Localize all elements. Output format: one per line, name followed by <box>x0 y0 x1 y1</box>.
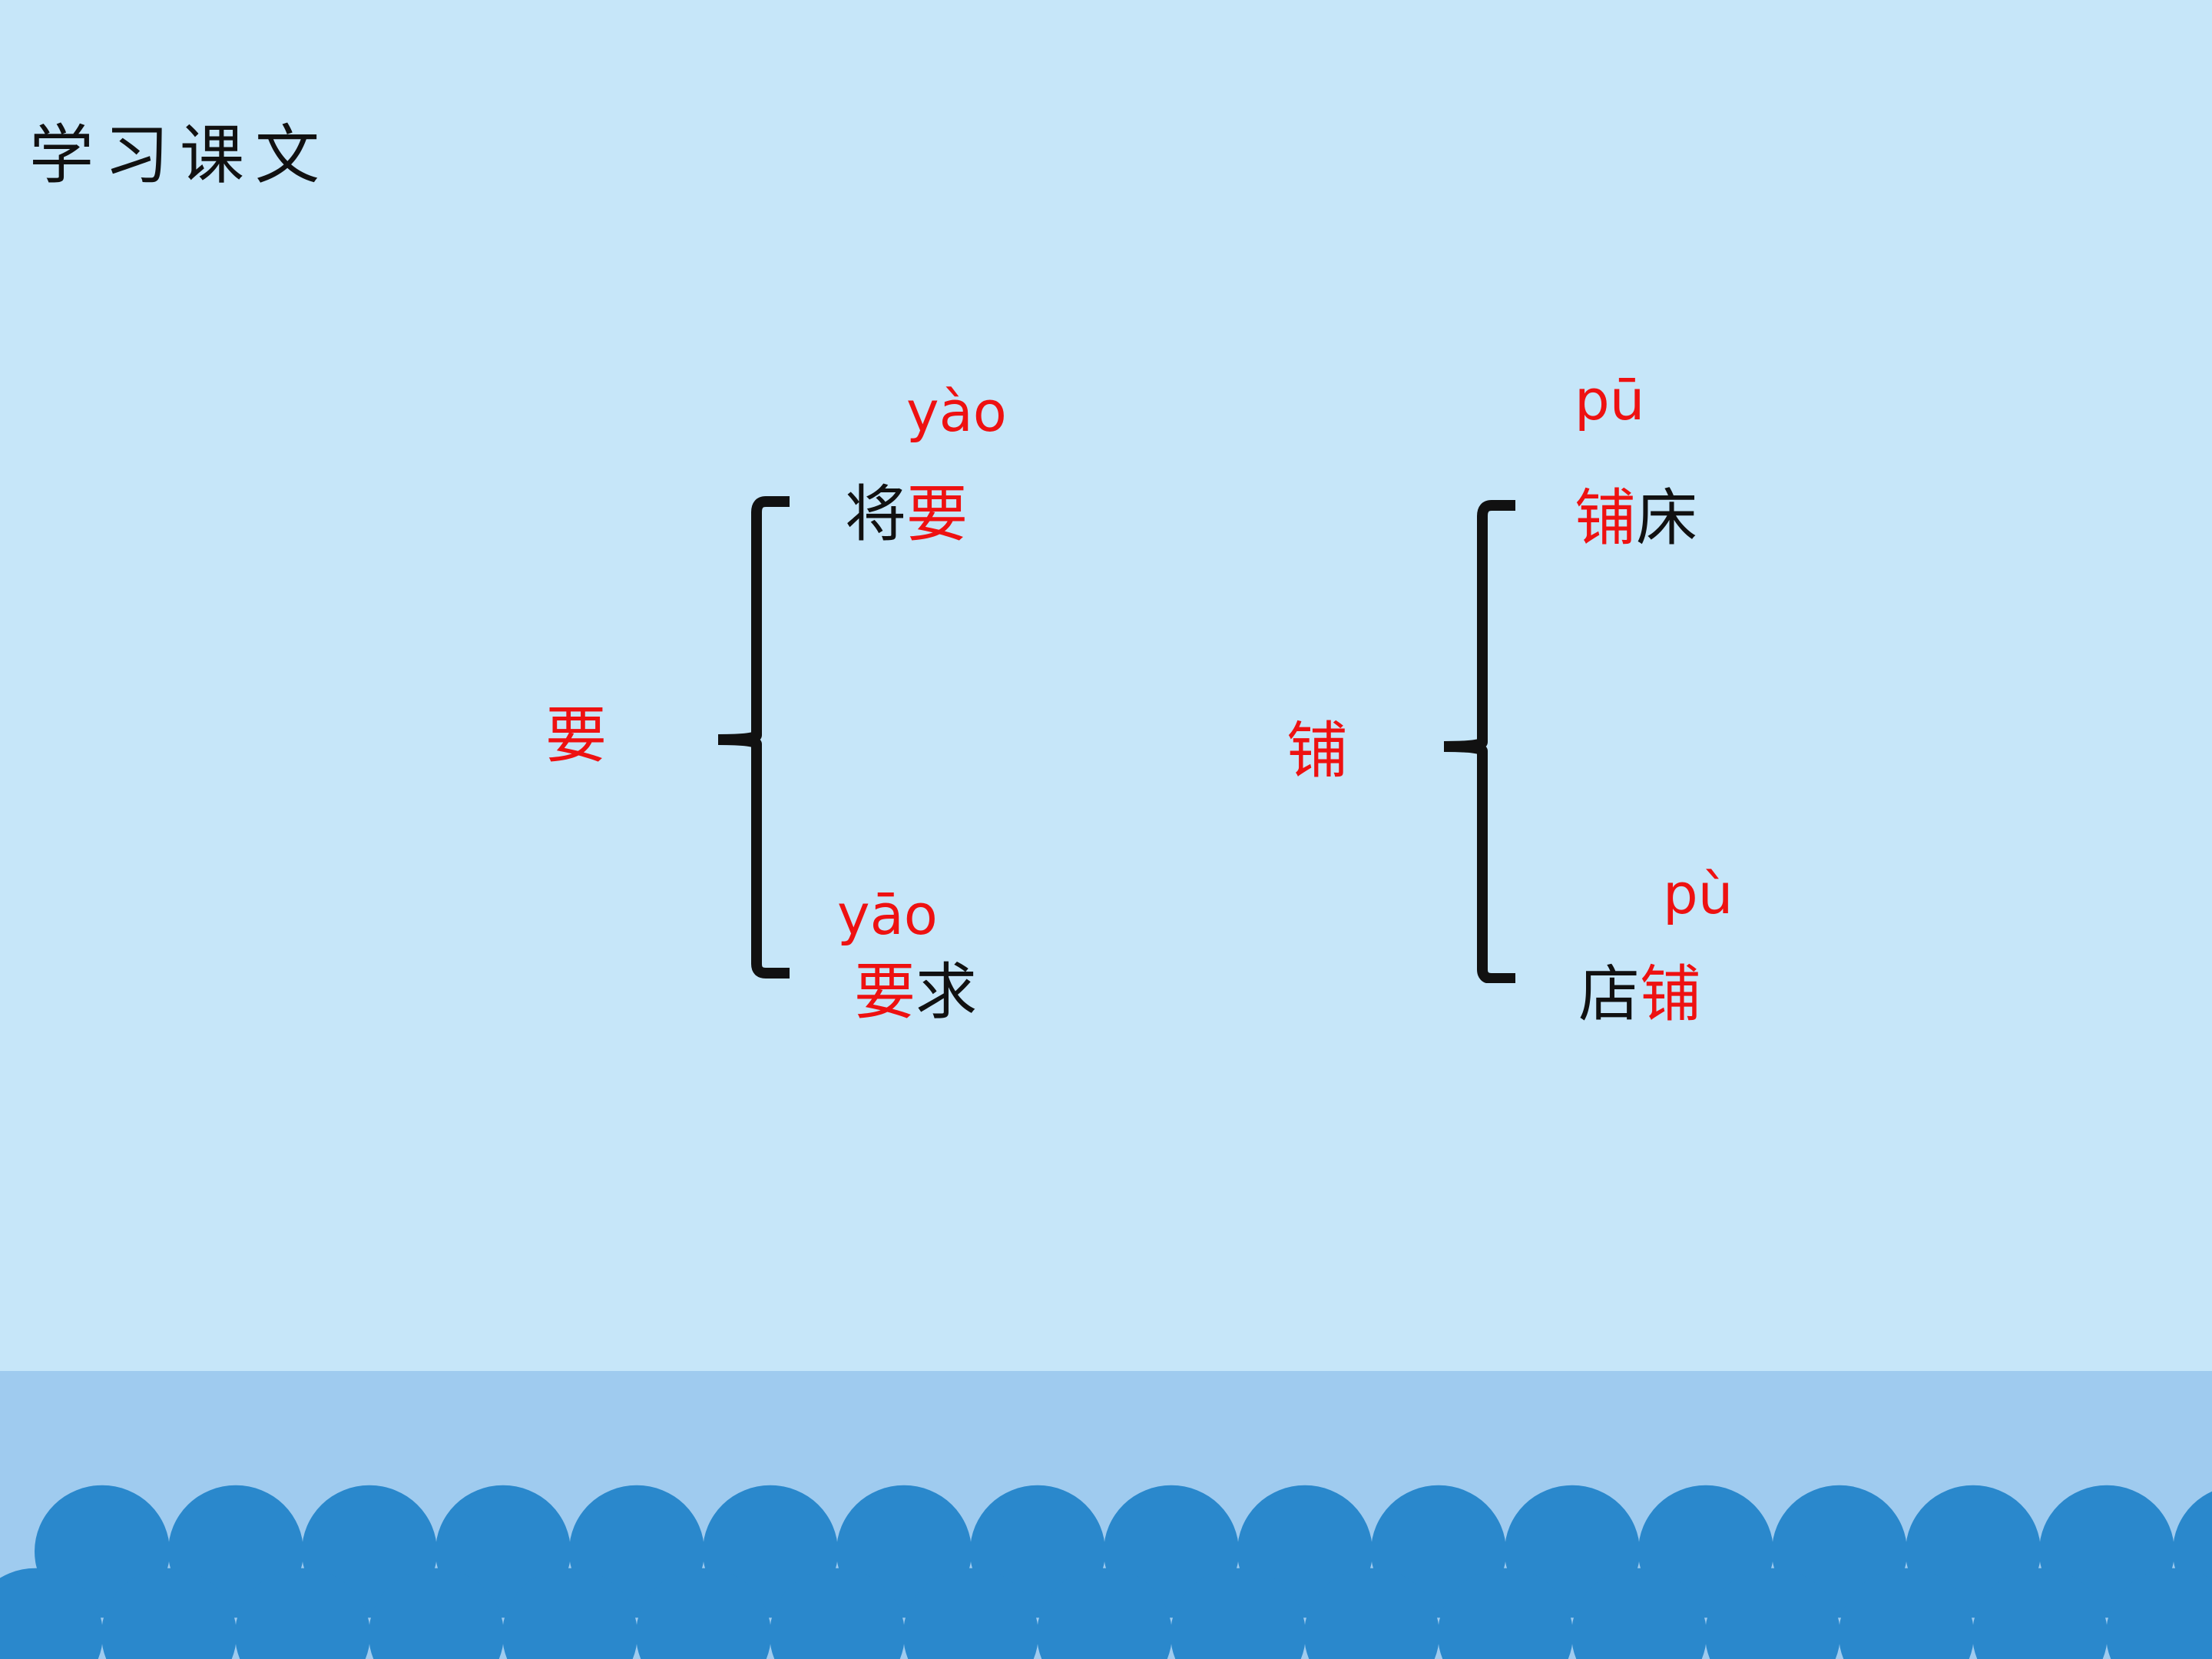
word-char-highlight: 铺 <box>1640 959 1701 1030</box>
wave-scallop <box>1571 1568 1707 1659</box>
wave-scallop <box>235 1568 370 1659</box>
word-char-highlight: 要 <box>906 478 968 550</box>
wave-scallop <box>101 1568 237 1659</box>
wave-scallop <box>770 1568 905 1659</box>
head-char-pu: 铺 <box>1286 715 1348 786</box>
word-char: 床 <box>1636 482 1697 554</box>
word-jiangyao: 将要 <box>845 484 968 545</box>
word-char: 店 <box>1578 959 1640 1030</box>
word-char: 将 <box>845 478 906 550</box>
wave-scallop <box>2106 1568 2212 1659</box>
wave-scallop <box>1037 1568 1172 1659</box>
background <box>0 0 2212 1371</box>
word-yaoqiu: 要求 <box>854 962 977 1023</box>
wave-scallop <box>1972 1568 2108 1659</box>
wave-decoration <box>0 1485 2212 1659</box>
word-char: 求 <box>916 956 977 1028</box>
word-char-highlight: 铺 <box>1575 482 1636 554</box>
wave-scallop <box>369 1568 504 1659</box>
pinyin-pu-1: pū <box>1575 368 1645 432</box>
word-char-highlight: 要 <box>854 956 916 1028</box>
word-dianpu: 店铺 <box>1578 964 1701 1025</box>
left-brace-icon <box>718 496 790 979</box>
pinyin-pu-4: pù <box>1663 862 1734 926</box>
wave-scallop <box>1304 1568 1439 1659</box>
left-brace-icon <box>1444 500 1515 983</box>
pinyin-yao-1: yāo <box>837 882 938 947</box>
wave-scallop <box>636 1568 771 1659</box>
wave-scallop <box>1705 1568 1840 1659</box>
wave-scallop <box>1839 1568 1974 1659</box>
wave-scallop <box>903 1568 1038 1659</box>
pinyin-yao-4: yào <box>906 379 1007 444</box>
wave-scallop <box>0 1568 103 1659</box>
wave-scallop <box>1171 1568 1306 1659</box>
page-title: 学习课文 <box>29 118 331 193</box>
word-puchuang: 铺床 <box>1575 488 1697 549</box>
wave-scallop <box>1438 1568 1573 1659</box>
wave-scallop <box>502 1568 637 1659</box>
head-char-yao: 要 <box>545 700 607 771</box>
